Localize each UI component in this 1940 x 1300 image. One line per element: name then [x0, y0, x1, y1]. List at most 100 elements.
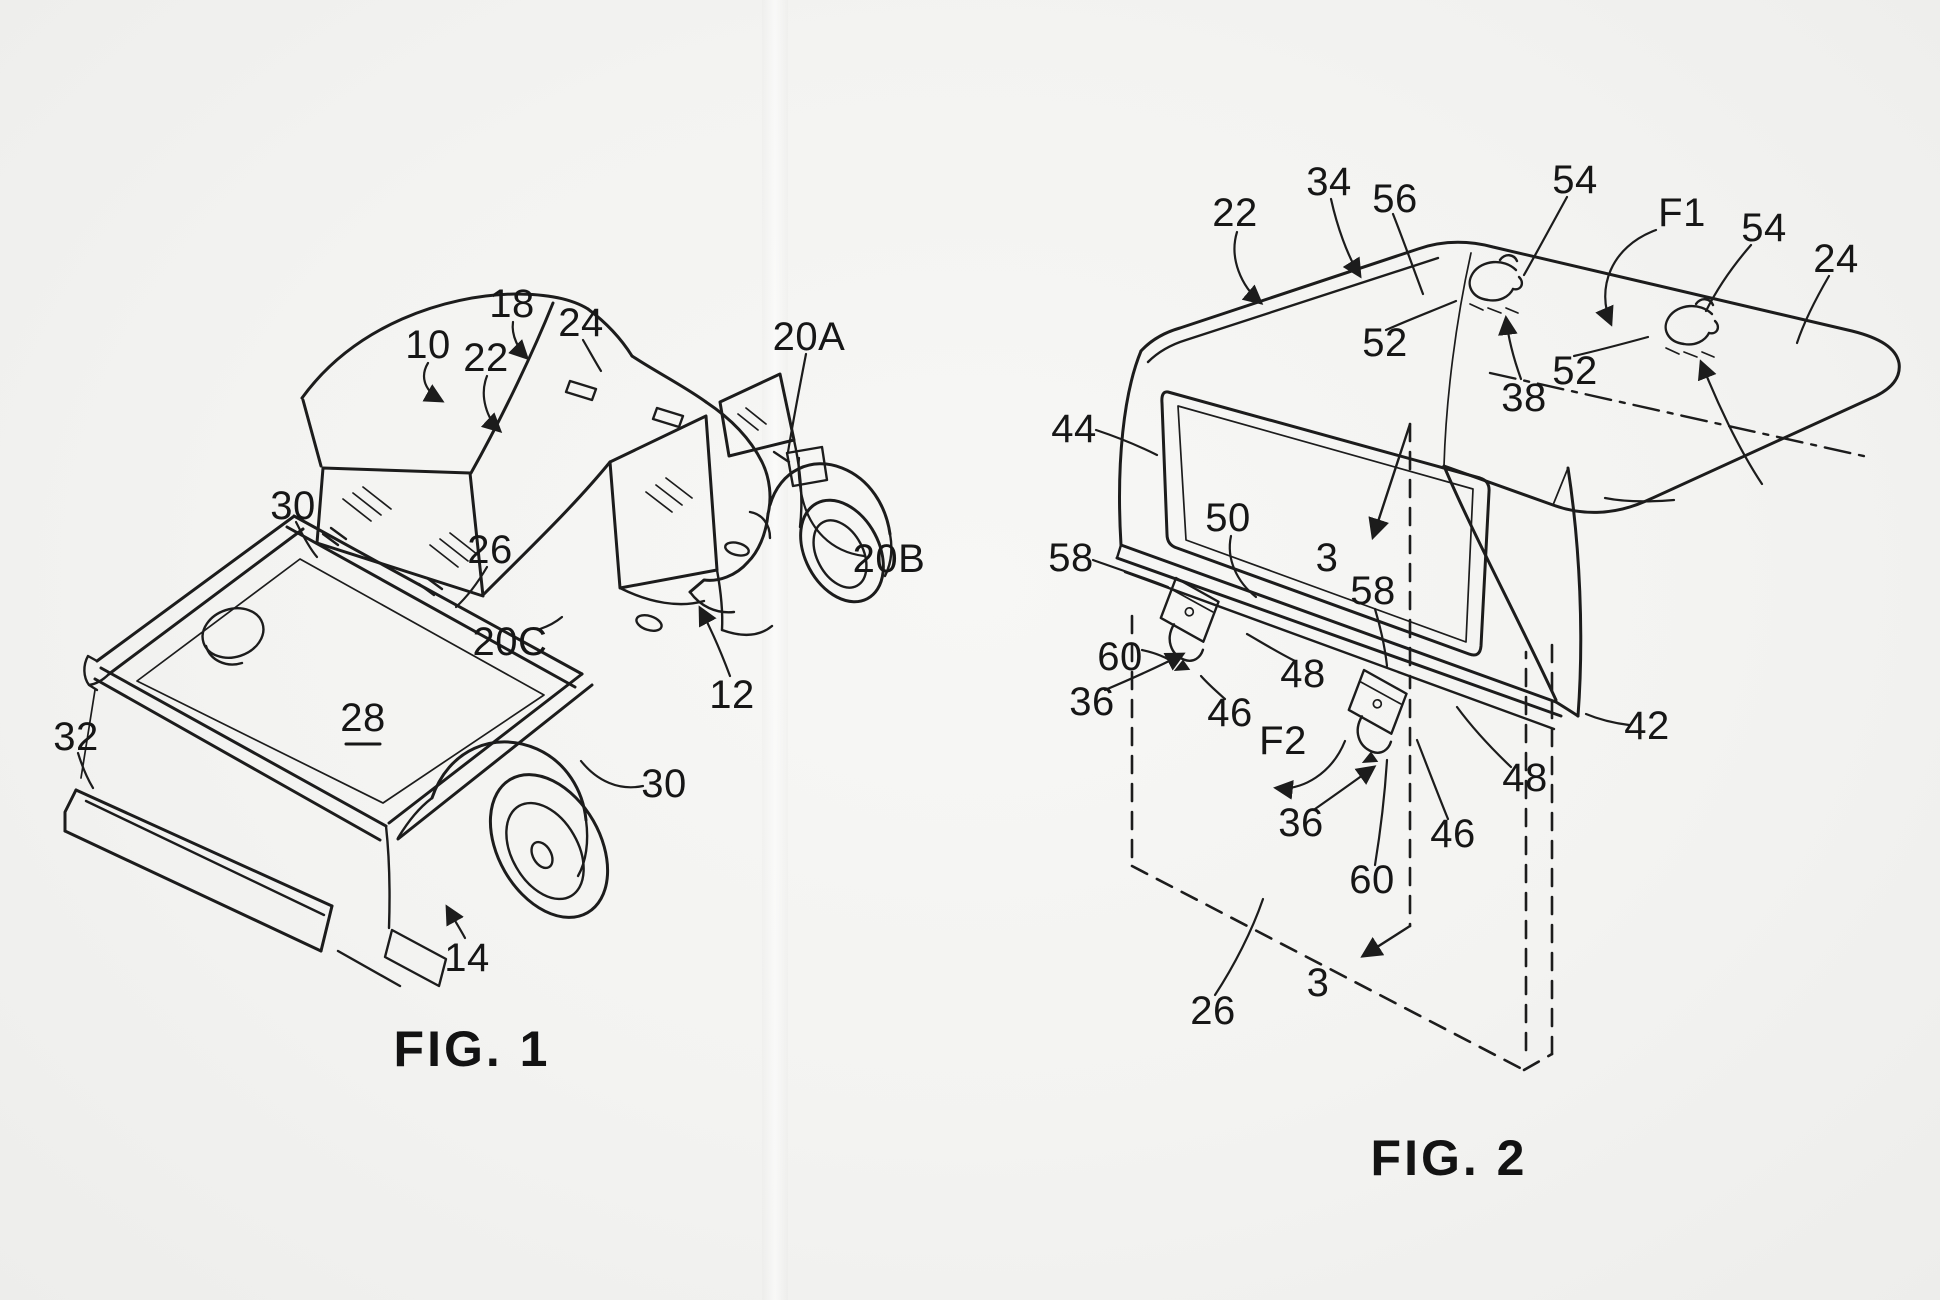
drawing-stroke [1177, 405, 1474, 643]
drawing-stroke [445, 904, 467, 940]
drawing-stroke [1123, 570, 1556, 731]
drawing-stroke [645, 477, 693, 513]
drawing-stroke [136, 558, 545, 804]
drawing-stroke [737, 407, 767, 431]
ref-label-58: 58 [1350, 569, 1396, 613]
drawing-stroke [799, 498, 885, 604]
drawing-stroke [488, 773, 610, 919]
drawing-stroke [1372, 698, 1383, 709]
fig2-leader-lines [1091, 195, 1831, 997]
drawing-stroke [422, 361, 445, 403]
drawing-stroke [76, 751, 95, 790]
ref-label-42: 42 [1624, 704, 1670, 748]
drawing-stroke [319, 904, 334, 953]
ref-label-f1: F1 [1658, 191, 1706, 235]
ref-label-3: 3 [1316, 536, 1339, 580]
fig1-caption: FIG. 1 [393, 1021, 551, 1077]
ref-label-f2: F2 [1259, 719, 1307, 763]
ref-label-54: 54 [1741, 206, 1787, 250]
drawing-stroke [704, 400, 772, 516]
drawing-stroke [429, 532, 479, 568]
drawing-stroke [1199, 674, 1227, 701]
drawing-stroke [63, 788, 78, 833]
drawing-stroke [454, 565, 489, 609]
drawing-stroke [564, 379, 598, 402]
drawing-stroke [301, 398, 323, 468]
drawing-stroke [579, 759, 645, 789]
drawing-stroke [718, 372, 796, 458]
ref-label-28: 28 [340, 696, 386, 740]
drawing-stroke [1391, 212, 1425, 296]
drawing-stroke [84, 799, 326, 917]
drawing-stroke [107, 527, 305, 676]
drawing-stroke [1119, 543, 1558, 704]
drawing-stroke [1228, 534, 1258, 599]
ref-label-3: 3 [1307, 961, 1330, 1005]
fig2-cap-drawing [1115, 240, 1901, 1072]
drawing-stroke [1115, 543, 1123, 560]
drawing-stroke [1360, 924, 1412, 958]
ref-label-20a: 20A [773, 315, 846, 359]
drawing-stroke [748, 510, 772, 540]
drawing-stroke [292, 514, 584, 676]
ref-label-52: 52 [1552, 349, 1598, 393]
drawing-stroke [342, 486, 392, 522]
drawing-stroke [294, 520, 319, 559]
ref-label-54: 54 [1552, 158, 1598, 202]
drawing-stroke [1572, 335, 1650, 358]
drawing-stroke [618, 586, 706, 606]
ref-label-34: 34 [1306, 160, 1352, 204]
drawing-stroke [469, 301, 555, 475]
drawing-stroke [1091, 558, 1170, 589]
ref-label-46: 46 [1430, 812, 1476, 856]
fig2-caption: FIG. 2 [1370, 1130, 1528, 1186]
ref-label-36: 36 [1069, 680, 1115, 724]
drawing-stroke [586, 307, 634, 358]
drawing-stroke [608, 414, 719, 590]
drawing-stroke [1130, 864, 1526, 1072]
drawing-stroke [1522, 195, 1569, 277]
drawing-stroke [396, 683, 594, 841]
drawing-stroke [1233, 230, 1264, 305]
drawing-stroke [651, 406, 685, 429]
ref-label-12: 12 [709, 673, 755, 717]
drawing-stroke [1455, 705, 1513, 769]
ref-label-22: 22 [463, 336, 509, 380]
drawing-stroke [1347, 668, 1408, 735]
roof-cleat-front [1468, 254, 1524, 314]
drawing-stroke [315, 466, 485, 598]
drawing-stroke [285, 525, 577, 689]
drawing-stroke [74, 788, 334, 908]
drawing-stroke [204, 644, 244, 666]
ref-label-30: 30 [270, 484, 316, 528]
drawing-stroke [715, 568, 724, 632]
drawing-stroke [883, 532, 893, 578]
drawing-stroke [1103, 652, 1186, 692]
drawing-stroke [387, 672, 584, 825]
drawing-stroke [1245, 632, 1297, 663]
drawing-stroke [538, 615, 564, 631]
drawing-stroke [1160, 390, 1491, 657]
ref-label-20b: 20B [853, 537, 926, 581]
ref-label-58: 58 [1048, 536, 1094, 580]
ref-label-60: 60 [1097, 635, 1143, 679]
drawing-stroke [1664, 304, 1714, 346]
ref-label-48: 48 [1502, 756, 1548, 800]
ref-label-18: 18 [489, 282, 535, 326]
ref-label-38: 38 [1501, 376, 1547, 420]
drawing-stroke [1168, 623, 1205, 662]
drawing-stroke [508, 320, 530, 361]
ref-label-52: 52 [1362, 321, 1408, 365]
drawing-stroke [1552, 467, 1569, 506]
ref-label-48: 48 [1280, 652, 1326, 696]
drawing-stroke [1384, 299, 1458, 332]
drawing-stroke [1273, 739, 1347, 800]
drawing-stroke [1795, 274, 1831, 345]
drawing-stroke [1694, 298, 1715, 307]
ref-label-14: 14 [444, 936, 490, 980]
ref-label-24: 24 [1813, 237, 1859, 281]
drawing-stroke [1511, 275, 1524, 291]
clamp-bracket-right [1347, 668, 1408, 764]
